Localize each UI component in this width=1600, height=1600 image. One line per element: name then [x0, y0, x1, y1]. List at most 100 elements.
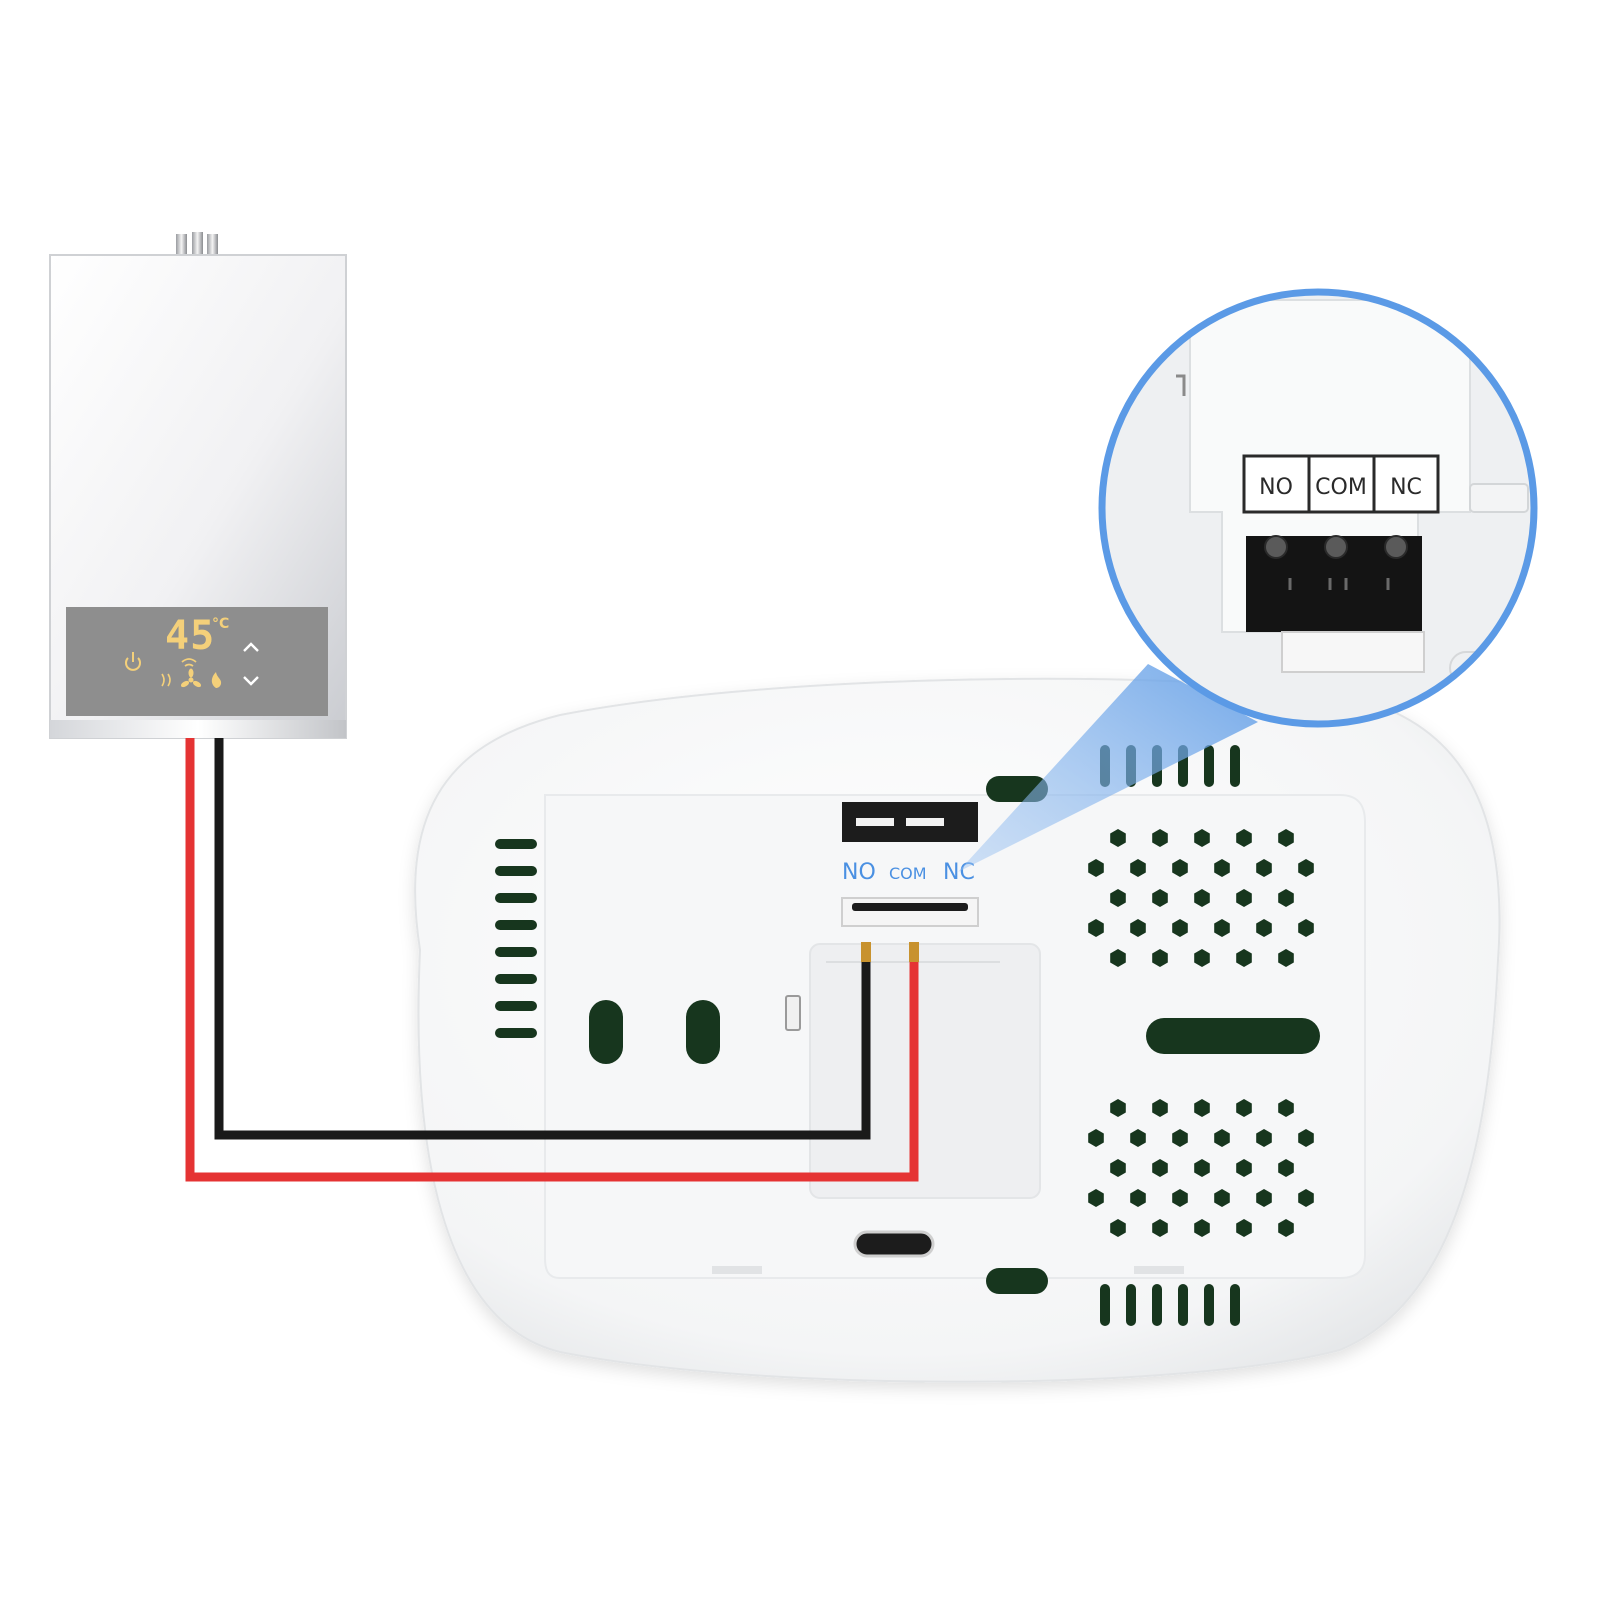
red-wire — [185, 738, 919, 1182]
vent-hole — [1278, 1099, 1294, 1117]
vent-hole — [1236, 1159, 1252, 1177]
vent-hole — [1256, 859, 1272, 877]
vent-hole — [1152, 829, 1168, 847]
terminal-slot — [856, 818, 894, 826]
vent-hole — [1236, 889, 1252, 907]
vent-hole — [1152, 1219, 1168, 1237]
terminal-block — [841, 802, 979, 927]
lower-hex-vent — [1088, 1099, 1314, 1237]
vent-hole — [1194, 1159, 1210, 1177]
center-slot — [1146, 1018, 1320, 1054]
vent-hole — [1298, 859, 1314, 877]
zoom-screws — [1264, 535, 1408, 559]
vent-hole — [1256, 919, 1272, 937]
heater-edge — [50, 720, 346, 738]
vent-hole — [1278, 889, 1294, 907]
vent-hole — [1088, 1129, 1104, 1147]
zoom-circle-border — [1098, 288, 1538, 728]
vent-hole — [1214, 1129, 1230, 1147]
vent-hole — [1278, 1219, 1294, 1237]
thermostat-receiver: NO COM NC — [414, 677, 1501, 1383]
vent-hole — [1236, 829, 1252, 847]
vent-hole — [1256, 1129, 1272, 1147]
heater-pipe — [176, 234, 187, 258]
vent-hole — [1278, 829, 1294, 847]
wires — [185, 738, 919, 1182]
vent-hole — [1152, 1159, 1168, 1177]
vent-hole — [1130, 919, 1146, 937]
vent-hole — [1152, 889, 1168, 907]
vent-hole — [1110, 949, 1126, 967]
vent-hole — [1130, 1189, 1146, 1207]
vent-hole — [1110, 1099, 1126, 1117]
vent-hole — [1214, 919, 1230, 937]
chevron-down-icon[interactable] — [243, 676, 259, 686]
vent-hole — [1194, 829, 1210, 847]
heater-pipe — [192, 232, 203, 258]
zoom-terminal-pins — [1288, 578, 1390, 590]
vent-hole — [1256, 1189, 1272, 1207]
zoom-edge-bump — [1469, 483, 1529, 513]
vent-hole — [1088, 1189, 1104, 1207]
receiver-tab — [1134, 1266, 1184, 1274]
terminal-label-no: NO — [842, 860, 876, 885]
mounting-slot — [686, 1000, 720, 1064]
vent-hole — [1088, 859, 1104, 877]
left-vent-slats — [495, 839, 537, 1038]
vent-hole — [1152, 949, 1168, 967]
vent-hole — [1110, 1159, 1126, 1177]
vent-hole — [1298, 919, 1314, 937]
vent-hole — [1088, 919, 1104, 937]
wiring-recess — [809, 943, 1041, 1199]
vent-hole — [1110, 829, 1126, 847]
vent-hole — [1130, 859, 1146, 877]
wifi-icon — [181, 658, 197, 667]
terminal-block-strip — [852, 903, 968, 911]
vent-hole — [1214, 1189, 1230, 1207]
terminal-block-bottom — [841, 897, 979, 927]
wire-tip — [861, 942, 871, 962]
zoom-callout: NO COM NC — [1098, 288, 1538, 728]
vent-hole — [1194, 1099, 1210, 1117]
zoom-label-com: COM — [1315, 475, 1367, 500]
terminal-label-com: COM — [889, 864, 927, 883]
upper-hex-vent — [1088, 829, 1314, 967]
vent-hole — [1194, 889, 1210, 907]
side-switch[interactable] — [785, 995, 801, 1031]
zoom-left-notch — [1176, 374, 1186, 396]
terminal-slot — [906, 818, 944, 826]
heater-control-panel — [66, 607, 328, 716]
mounting-slot — [589, 1000, 623, 1064]
vent-hole — [1172, 859, 1188, 877]
black-wire — [214, 738, 871, 1140]
heater-pipe — [207, 234, 218, 258]
heat-wave-icon — [161, 673, 171, 687]
chevron-up-icon[interactable] — [243, 642, 259, 652]
heater-temperature-unit: °C — [212, 616, 229, 632]
zoom-label-box — [1242, 454, 1440, 514]
vent-hole — [1172, 1129, 1188, 1147]
vent-hole — [1214, 859, 1230, 877]
zoom-label-no: NO — [1259, 475, 1293, 500]
vent-hole — [1278, 1159, 1294, 1177]
vent-hole — [1152, 1099, 1168, 1117]
vent-hole — [1172, 919, 1188, 937]
vent-hole — [1194, 949, 1210, 967]
fan-icon — [180, 668, 202, 688]
heater-temperature-display: 45 — [165, 613, 215, 659]
vent-hole — [1278, 949, 1294, 967]
zoom-label-nc: NC — [1390, 475, 1422, 500]
vent-hole — [1110, 1219, 1126, 1237]
bottom-mounting-slot — [986, 1268, 1048, 1294]
vent-hole — [1298, 1189, 1314, 1207]
vent-hole — [1236, 1099, 1252, 1117]
power-icon[interactable] — [125, 652, 141, 671]
zoom-terminal-tray — [1281, 631, 1425, 673]
flame-icon — [211, 672, 222, 688]
callout-beam — [958, 664, 1258, 872]
receiver-tab — [712, 1266, 762, 1274]
vent-hole — [1236, 949, 1252, 967]
water-heater: 45 °C — [49, 232, 347, 739]
usb-c-port-icon[interactable] — [853, 1230, 935, 1258]
